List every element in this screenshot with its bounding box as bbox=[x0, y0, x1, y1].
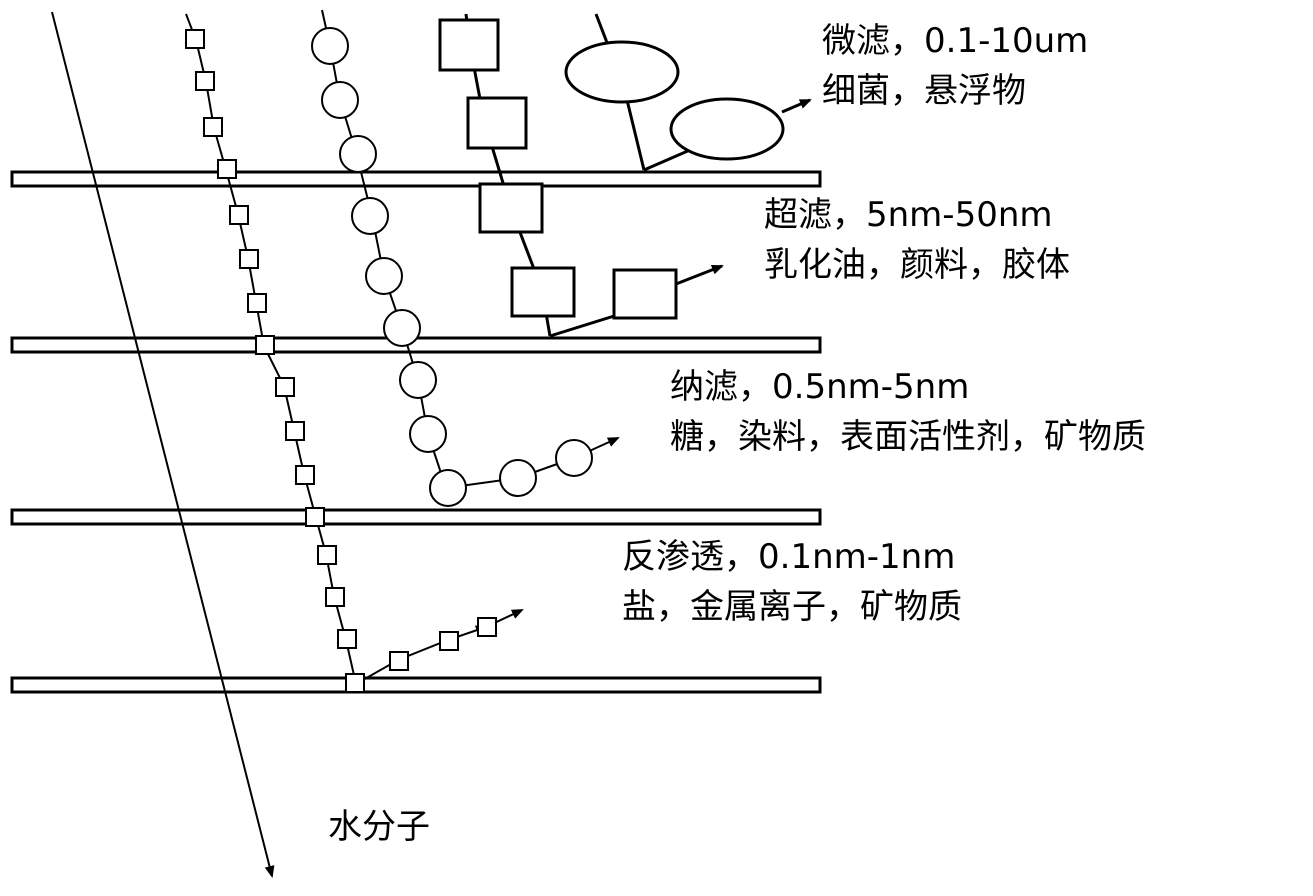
membrane-nanofiltration bbox=[10, 508, 822, 526]
water-molecule-arrow bbox=[51, 11, 275, 878]
ultrafiltration-substances: 乳化油，颜料，胶体 bbox=[764, 245, 1070, 285]
microfiltration-substances: 细菌，悬浮物 bbox=[822, 71, 1026, 111]
membrane-reverse-osmosis bbox=[10, 676, 822, 694]
ion-chain bbox=[185, 13, 524, 693]
reverse-osmosis-title: 反渗透，0.1nm-1nm bbox=[622, 537, 955, 577]
bacteria-chain bbox=[564, 13, 812, 172]
nanofiltration-substances: 糖，染料，表面活性剂，矿物质 bbox=[670, 417, 1146, 457]
reverse-osmosis-substances: 盐，金属离子，矿物质 bbox=[622, 587, 962, 627]
microfiltration-title: 微滤，0.1-10um bbox=[822, 21, 1088, 61]
molecule-chain bbox=[311, 9, 620, 507]
water-molecule-label: 水分子 bbox=[328, 807, 430, 847]
membrane-microfiltration bbox=[10, 170, 822, 188]
ultrafiltration-title: 超滤，5nm-50nm bbox=[764, 195, 1053, 235]
nanofiltration-title: 纳滤，0.5nm-5nm bbox=[670, 367, 969, 407]
colloid-chain bbox=[438, 13, 724, 338]
